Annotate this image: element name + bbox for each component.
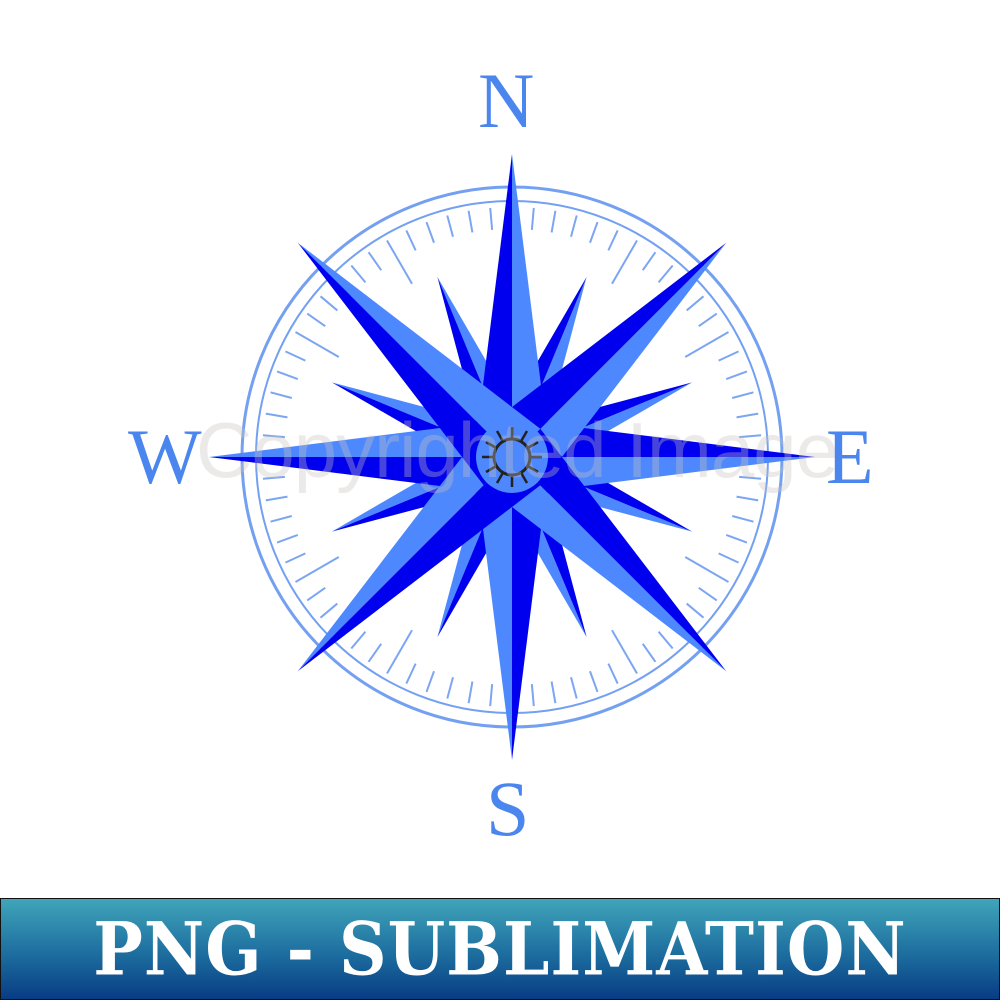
dial-tick [265, 412, 288, 419]
cardinal-point-dark [512, 419, 815, 457]
dial-tick [698, 586, 718, 602]
cardinal-point-light [474, 457, 512, 760]
cardinal-point-light [512, 457, 815, 495]
dial-tick [367, 643, 383, 663]
watermark: Copyrighted Image [196, 406, 839, 494]
dial-tick [684, 556, 730, 583]
dial-tick [684, 331, 730, 358]
dial-tick [641, 643, 657, 663]
cardinal-point-light [512, 154, 550, 457]
hub-disc [476, 421, 548, 493]
dial-tick [725, 370, 748, 380]
cardinal-point-light [209, 419, 512, 457]
dial-tick [731, 391, 754, 399]
dial-tick [607, 230, 619, 251]
dial-tick [405, 230, 417, 251]
hub-ray [485, 464, 498, 474]
dial-tick [386, 239, 413, 285]
banner-text: PNG - SUBLIMATION [93, 906, 907, 992]
dial-tick [467, 681, 474, 704]
dial-tick [350, 264, 367, 283]
cardinal-point-dark [209, 457, 512, 495]
dial-tick [467, 210, 474, 233]
dial-tick [530, 207, 535, 230]
dial-tick [607, 663, 619, 684]
dial-tick [367, 251, 383, 271]
dial-tick [739, 434, 762, 439]
dial-tick [725, 534, 748, 544]
dial-tick [270, 515, 293, 523]
dial-tick [686, 295, 705, 312]
dial-tick [262, 475, 285, 480]
dial-tick [686, 602, 705, 619]
ordinal-point-light [512, 242, 727, 486]
dial-tick [550, 210, 557, 233]
dial-tick [294, 331, 340, 358]
dial-tick [270, 391, 293, 399]
dial-tick [641, 251, 657, 271]
west-label: W [128, 413, 202, 500]
dial-tick [657, 631, 674, 650]
south-label: S [486, 765, 530, 852]
hub-ray [526, 464, 539, 474]
dial-tick [306, 312, 326, 328]
dial-tick [350, 631, 367, 650]
dial-tick [285, 552, 306, 564]
dial-tick [319, 602, 338, 619]
hub-ray [495, 471, 505, 484]
north-label: N [478, 57, 535, 144]
east-label: E [826, 413, 874, 500]
dial-tick [425, 221, 435, 244]
dial-tick [446, 676, 454, 699]
dial-tick [306, 586, 326, 602]
dial-tick [657, 264, 674, 283]
dial-tick [739, 475, 762, 480]
ordinal-point-dark [512, 428, 727, 672]
dial-tick [386, 629, 413, 675]
dial-tick [718, 552, 739, 564]
dial-tick [718, 350, 739, 362]
dial-tick [262, 434, 285, 439]
dial-tick [285, 350, 306, 362]
dial-tick [570, 215, 578, 238]
ordinal-point-dark [297, 242, 512, 486]
dial-tick [425, 670, 435, 693]
banner: PNG - SUBLIMATION [0, 898, 1000, 1000]
dial-tick [276, 534, 299, 544]
dial-tick [294, 556, 340, 583]
ordinal-point-dark [297, 457, 541, 672]
dial-tick [698, 312, 718, 328]
ordinal-point-light [297, 428, 512, 672]
hub-ray [519, 471, 529, 484]
dial-tick [736, 495, 759, 502]
dial-tick [276, 370, 299, 380]
hub-ray [519, 430, 529, 443]
dial-tick [550, 681, 557, 704]
dial-tick [736, 412, 759, 419]
hub-ray [495, 430, 505, 443]
dial-tick [265, 495, 288, 502]
dial-tick [589, 221, 599, 244]
ordinal-point-light [297, 242, 541, 457]
compass-star [209, 154, 815, 760]
dial-tick [319, 295, 338, 312]
dial-tick [489, 684, 494, 707]
ordinal-point-light [483, 457, 727, 672]
dial-tick [530, 684, 535, 707]
dial-tick [611, 239, 638, 285]
cardinal-point-dark [474, 154, 512, 457]
ordinal-point-dark [483, 242, 727, 457]
dial-tick [611, 629, 638, 675]
dial-tick [405, 663, 417, 684]
dial-tick [570, 676, 578, 699]
hub-ray [485, 440, 498, 450]
dial-tick [489, 207, 494, 230]
cardinal-point-dark [512, 457, 550, 760]
dial-tick [589, 670, 599, 693]
sun-icon [476, 421, 548, 493]
hub-ray [526, 440, 539, 450]
dial-tick [446, 215, 454, 238]
dial-tick [731, 515, 754, 523]
